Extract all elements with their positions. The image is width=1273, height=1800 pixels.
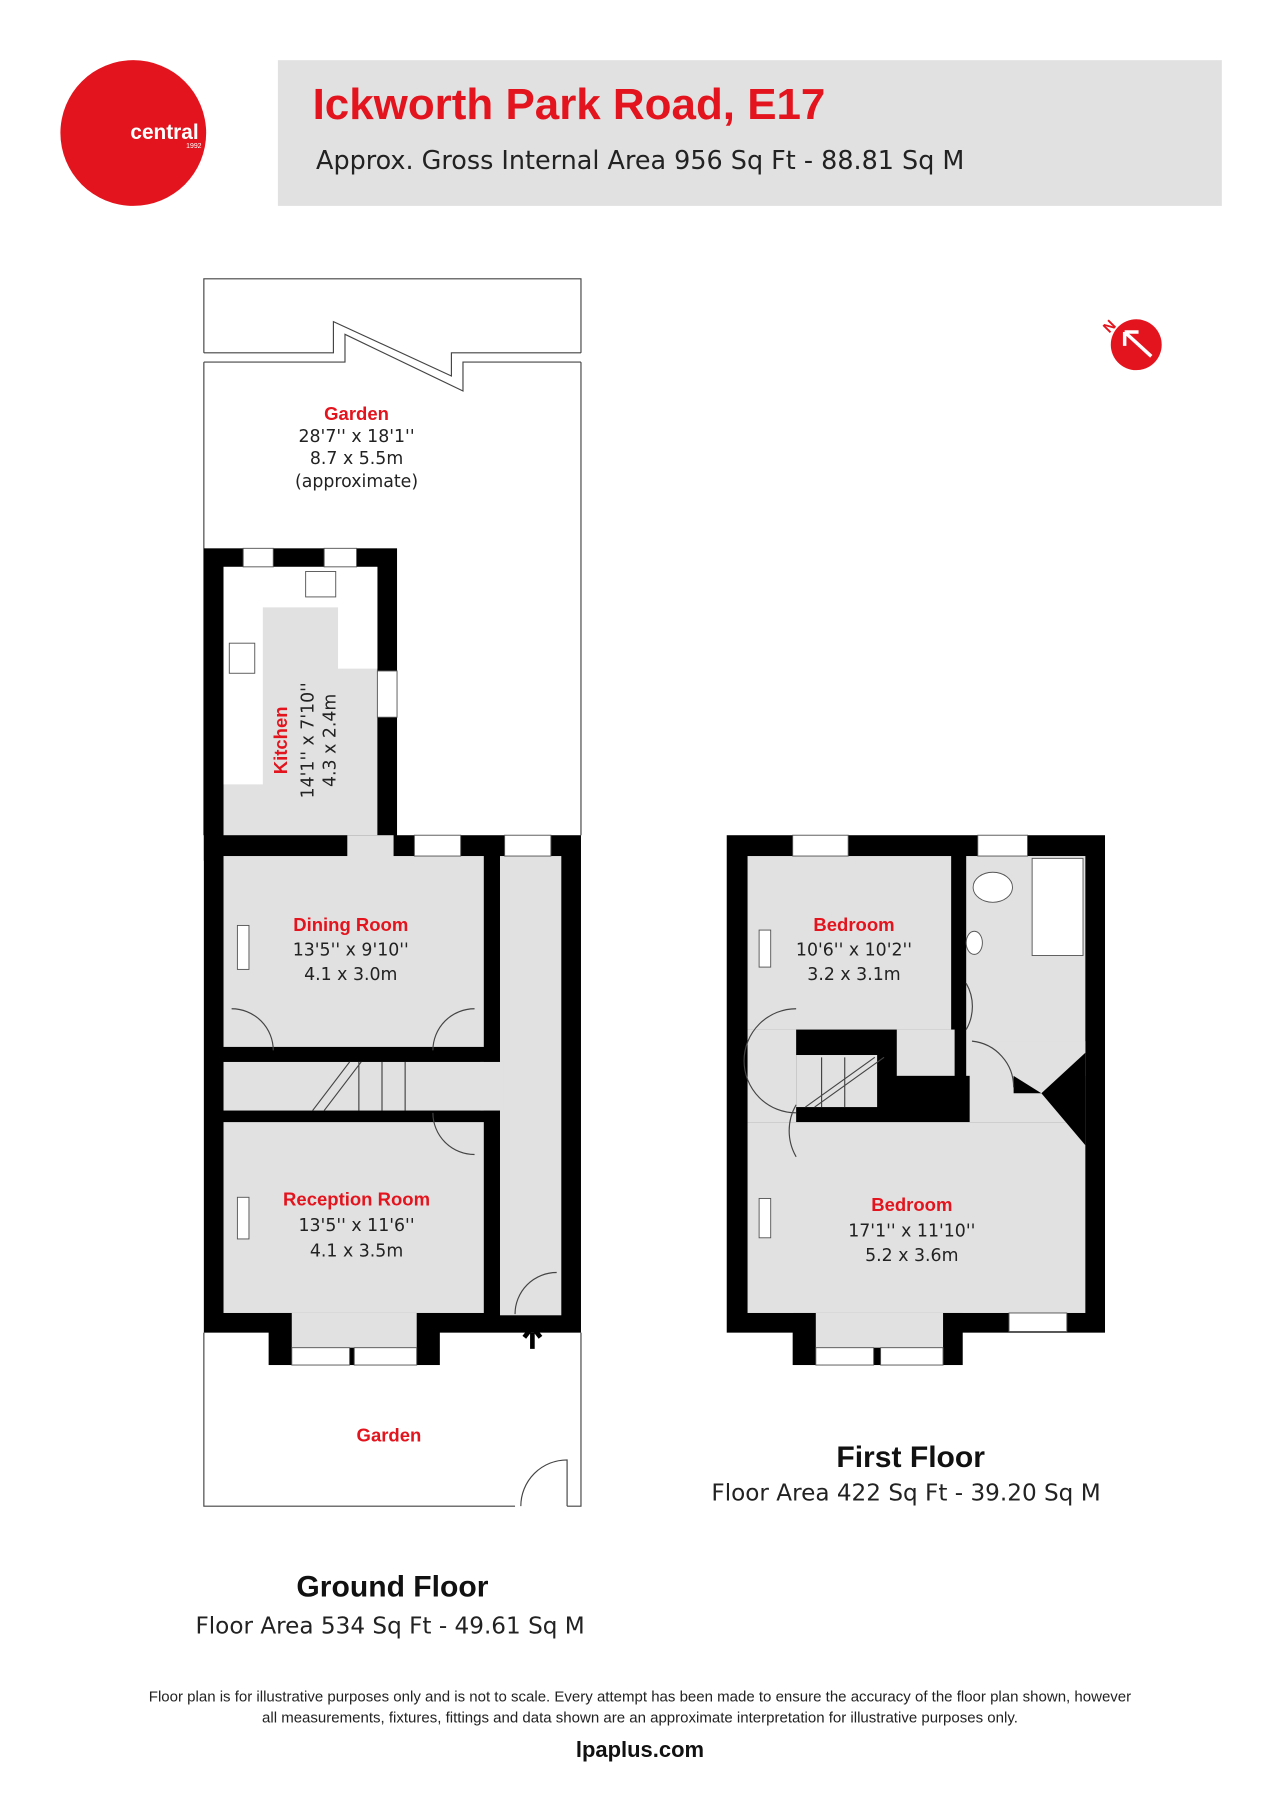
disclaimer: all measurements, fixtures, fittings and… xyxy=(262,1709,1018,1726)
room-dimension: 1992 xyxy=(186,143,202,150)
room-dimension: 5.2 x 3.6m xyxy=(865,1246,958,1266)
room-dimension: 17'1'' x 11'10'' xyxy=(848,1222,975,1242)
gross-area: Approx. Gross Internal Area 956 Sq Ft - … xyxy=(316,145,964,175)
room-dimension: 4.3 x 2.4m xyxy=(321,694,341,787)
room-dimension: 14'1'' x 7'10'' xyxy=(299,682,319,798)
first-floor-title: First Floor xyxy=(836,1441,985,1474)
room-dimension: 8.7 x 5.5m xyxy=(310,449,403,469)
room-dimension: 4.1 x 3.5m xyxy=(310,1241,403,1261)
disclaimer: Floor plan is for illustrative purposes … xyxy=(149,1689,1131,1706)
room-dimension: 10'6'' x 10'2'' xyxy=(796,941,912,961)
room-name: Kitchen xyxy=(270,706,291,774)
room-dimension: (approximate) xyxy=(295,472,418,492)
north-arrow-icon: N xyxy=(1100,317,1162,371)
header-banner xyxy=(277,60,1222,206)
room-dimension: 28'7'' x 18'1'' xyxy=(298,427,414,447)
room-name: Bedroom xyxy=(871,1194,952,1215)
website-link[interactable]: lpaplus.com xyxy=(576,1737,704,1762)
room-name: Dining Room xyxy=(293,914,408,935)
room-name: Bedroom xyxy=(813,914,894,935)
ground-floor-title: Ground Floor xyxy=(296,1570,488,1603)
ground-floor-area: Floor Area 534 Sq Ft - 49.61 Sq M xyxy=(195,1613,584,1639)
room-name: Reception Room xyxy=(283,1188,430,1209)
room-dimension: 4.1 x 3.0m xyxy=(304,965,397,985)
room-name: Garden xyxy=(324,403,389,424)
room-dimension: 13'5'' x 9'10'' xyxy=(293,941,409,961)
room-dimension: 3.2 x 3.1m xyxy=(807,965,900,985)
room-dimension: 13'5'' x 11'6'' xyxy=(298,1216,414,1236)
first-floor-plan xyxy=(726,834,1106,1366)
page-title: Ickworth Park Road, E17 xyxy=(313,80,826,129)
room-dimension: central xyxy=(130,121,198,144)
central-logo: central 1992 xyxy=(60,60,207,206)
first-floor-area: Floor Area 422 Sq Ft - 39.20 Sq M xyxy=(711,1480,1100,1506)
ground-floor-plan xyxy=(203,278,582,1507)
room-name: Garden xyxy=(357,1424,422,1445)
